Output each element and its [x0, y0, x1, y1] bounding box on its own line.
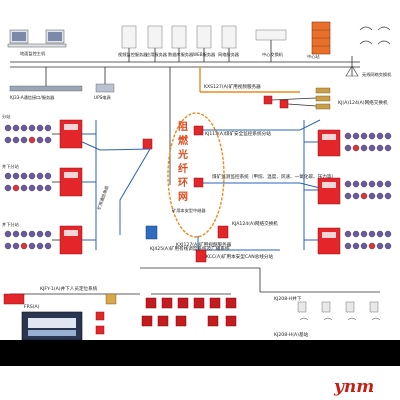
ups-box	[95, 83, 115, 93]
wire-label: 矿用通信电缆	[95, 184, 110, 211]
right-sector-1	[317, 129, 392, 157]
kj208-top-label: KJ208-H井下	[274, 295, 302, 302]
ring-node-top	[193, 125, 204, 136]
kja124-mid-box	[217, 225, 229, 239]
kj113-label: KJ113(A)煤矿安全监控系统分站	[205, 130, 271, 137]
blue-link-1	[203, 119, 321, 131]
kxj127-box	[195, 249, 207, 263]
lower-red-cluster	[141, 293, 237, 327]
left-sector-1: 分站	[2, 113, 83, 149]
kcc-label: KCC(A)矿用本安型CAN总线分站	[206, 253, 273, 260]
server-label-4: WEB服务器	[193, 51, 216, 58]
kja124-right-label: KJ(A)124(A)网络交换机	[338, 99, 388, 106]
left-sector-3: 井下分站	[2, 221, 83, 255]
kxj127-label: KXJ127(A)矿用视频服务器	[176, 241, 232, 248]
fiber-ring-label-4: 纤	[178, 162, 188, 175]
wireless-label: 无线网络交换机	[362, 71, 392, 78]
server-rack	[121, 25, 287, 62]
relay-label: 矿用本安型中继器	[172, 207, 206, 214]
server-label-6: 中心交换机	[262, 51, 284, 58]
wireless-antenna-icons	[345, 26, 391, 77]
svg-text:分站: 分站	[2, 113, 10, 120]
kjfy-right-device	[105, 293, 117, 305]
kj-interface-label: KJ33-A通信接口/服务器	[10, 94, 55, 101]
fiber-ring-label-6: 网	[178, 191, 188, 203]
ring-node-mid	[193, 177, 204, 188]
ups-label: UPS电源	[94, 94, 111, 101]
kjfy-left-device	[3, 293, 25, 305]
frs-label: FRS(A)	[24, 304, 40, 310]
server-label-5: 网络服务器	[218, 51, 240, 58]
kj208-bottom-label: KJ208-H(A)基站	[274, 331, 309, 338]
kj208-devices	[297, 301, 381, 321]
bottom-band	[0, 340, 400, 366]
center-station-label: 中心站	[307, 53, 320, 60]
blue-link-4	[119, 148, 151, 235]
firewall-icon	[311, 21, 331, 55]
server-label-3: 数据库服务器	[168, 51, 194, 58]
top-right-red-devices	[263, 87, 331, 110]
fiber-ring-label-1: 阻	[178, 121, 188, 133]
env-label: 煤矿监测监控系统（甲烷、温度、风速、一氧化碳、压力等）	[212, 173, 336, 180]
right-sector-3	[317, 227, 392, 255]
svg-text:井下分站: 井下分站	[2, 221, 19, 228]
kja124-mid-label: KJA124(A)网络交换机	[232, 220, 278, 227]
left-sector-2: 井下分站	[2, 163, 83, 197]
ring-node-left	[142, 138, 153, 150]
server-label-2: 应用服务器	[146, 51, 168, 58]
small-device-1	[95, 311, 105, 321]
fiber-ring-label-5: 环	[178, 177, 188, 189]
fiber-ring-label-3: 光	[177, 148, 188, 161]
video-switch-top-label: KXS127(A)矿用视频服务器	[204, 83, 261, 90]
monitor-host-label: 地面监控主机	[20, 50, 46, 57]
small-device-2	[95, 325, 105, 335]
monitor-host-computers	[7, 29, 67, 48]
kj425-device	[145, 225, 158, 240]
right-sector-2	[317, 177, 392, 205]
brand-watermark: ynm	[333, 377, 374, 397]
blue-link-2	[203, 182, 321, 189]
svg-text:井下分站: 井下分站	[2, 163, 19, 170]
switch-bar	[9, 85, 83, 92]
server-label-1: 视频监控服务器	[118, 51, 148, 58]
kjfy-label: KJFY-1(A)井下人员定位系统	[40, 285, 98, 292]
fiber-ring	[167, 112, 225, 238]
fiber-ring-label-2: 燃	[178, 134, 189, 147]
kj425-label: KJ425(A)矿用有线调度系统及广播系统	[150, 245, 230, 252]
